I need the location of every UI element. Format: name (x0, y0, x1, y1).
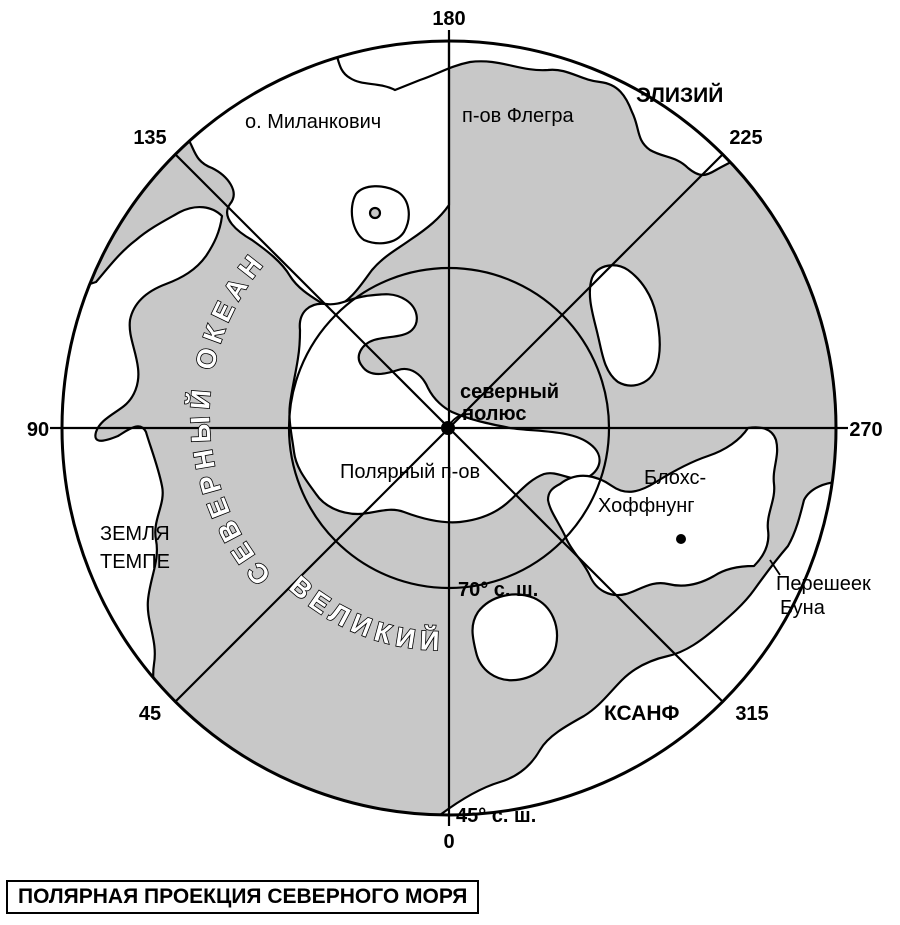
label-pole-2: полюс (462, 403, 526, 425)
label-bloch-1: Блохс- (644, 467, 706, 489)
bloch-marker (676, 534, 686, 544)
north-pole-marker (441, 421, 455, 435)
lon-label-0: 0 (443, 831, 454, 853)
label-tempe-2: ТЕМПЕ (100, 551, 170, 573)
label-isthmus-2: Буна (780, 597, 826, 619)
lat-label-45: 45° с. ш. (456, 805, 536, 827)
isthmus-pointer (769, 559, 781, 576)
north-pole-pointer (449, 413, 471, 425)
lon-label-90: 90 (27, 419, 49, 441)
lat-label-70: 70° с. ш. (458, 579, 538, 601)
label-polar-peninsula: Полярный п-ов (340, 461, 480, 483)
label-elysium: ЭЛИЗИЙ (636, 83, 723, 107)
label-bloch-2: Хоффнунг (598, 495, 695, 517)
label-isthmus-1: Перешеек (776, 573, 871, 595)
label-tempe-1: ЗЕМЛЯ (100, 523, 170, 545)
label-flegra: п-ов Флегра (462, 105, 575, 127)
lon-label-45: 45 (139, 703, 161, 725)
label-pole-1: северный (460, 381, 559, 403)
island-b (588, 264, 661, 387)
lon-label-180: 180 (432, 8, 465, 30)
lon-label-135: 135 (133, 127, 166, 149)
lon-label-270: 270 (849, 419, 882, 441)
island-c (471, 593, 559, 682)
label-milankovic: о. Миланкович (245, 111, 381, 133)
lake (368, 206, 382, 220)
land-polar-peninsula (288, 293, 601, 524)
axis-ticks (50, 30, 848, 826)
label-xanf: КСАНФ (604, 702, 680, 725)
lon-label-225: 225 (729, 127, 762, 149)
map-caption: ПОЛЯРНАЯ ПРОЕКЦИЯ СЕВЕРНОГО МОРЯ (6, 880, 480, 914)
lon-label-315: 315 (735, 703, 768, 725)
